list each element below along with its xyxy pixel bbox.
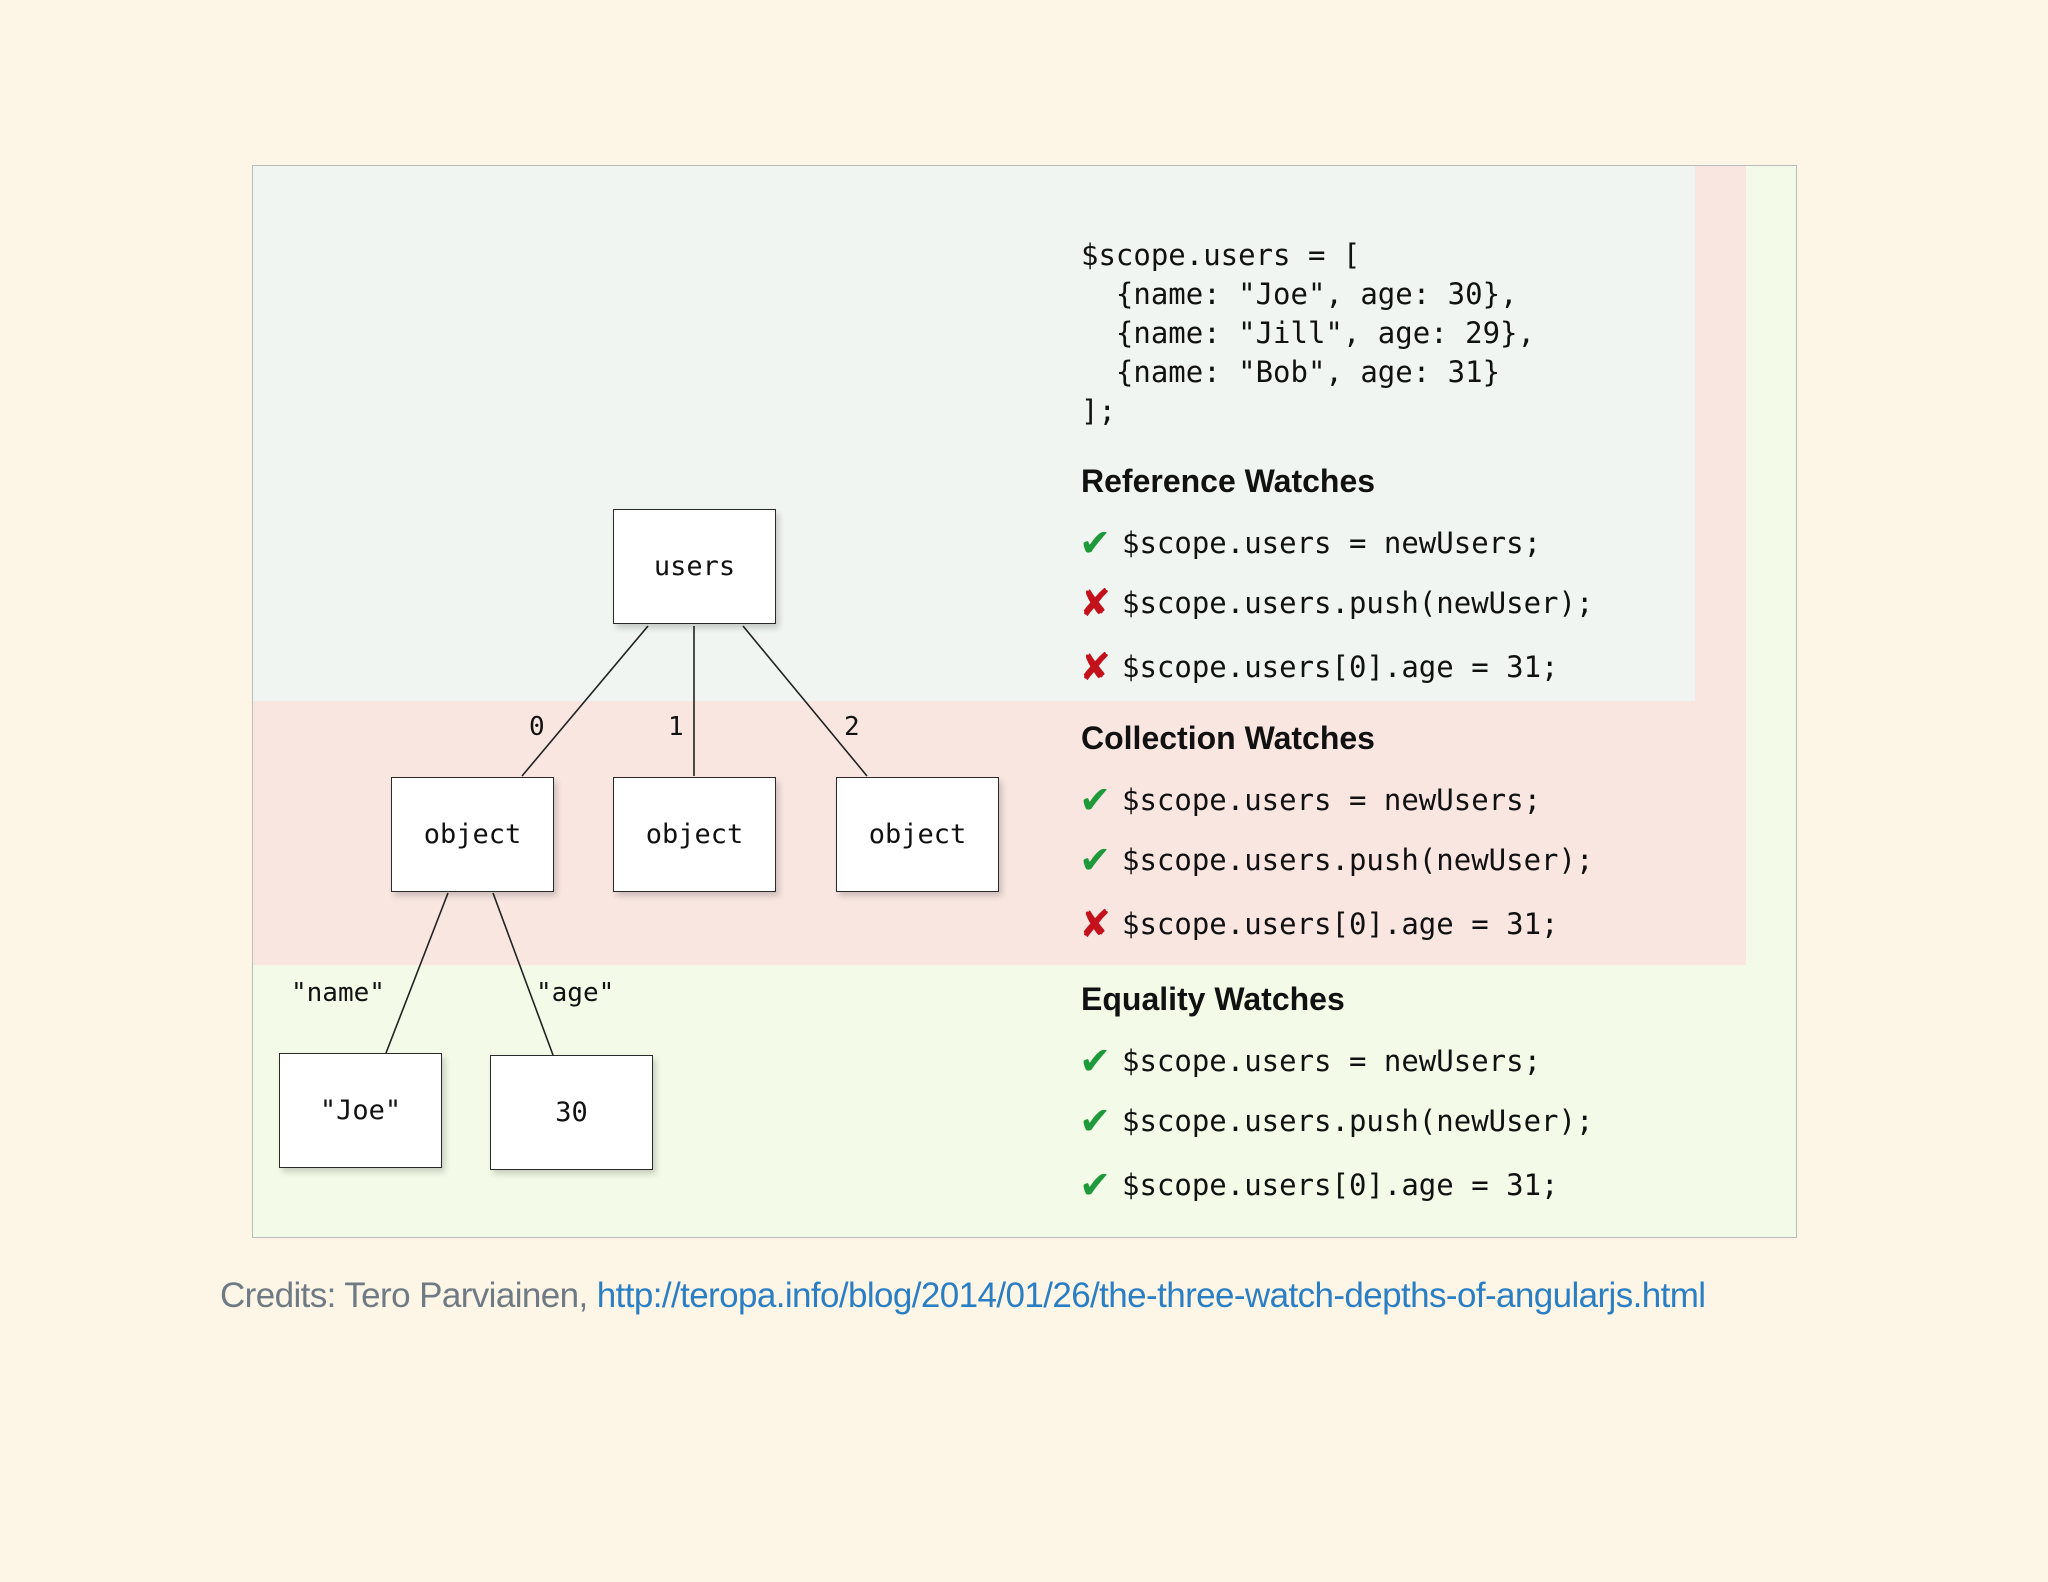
edge-label-age: "age" [536, 978, 615, 1008]
rule-code: $scope.users[0].age = 31; [1122, 1168, 1559, 1202]
section-title-reference: Reference Watches [1081, 463, 1376, 499]
collection-rule-3: ✘ $scope.users[0].age = 31; [1075, 902, 1559, 946]
check-icon: ✔ [1079, 521, 1111, 565]
code-line: ]; [1081, 394, 1116, 428]
edge-users-object-0 [521, 625, 649, 777]
node-users: users [613, 509, 776, 624]
section-title-collection: Collection Watches [1081, 720, 1375, 756]
check-icon: ✔ [1079, 778, 1111, 822]
watch-depths-diagram: users object object object "Joe" 30 0 1 … [252, 165, 1797, 1238]
edge-label-name: "name" [291, 978, 385, 1008]
rule-code: $scope.users = newUsers; [1122, 1044, 1542, 1078]
rule-code: $scope.users[0].age = 31; [1122, 650, 1559, 684]
rule-code: $scope.users.push(newUser); [1122, 1104, 1594, 1138]
reference-watches-band [253, 166, 1695, 701]
code-block: $scope.users = [ {name: "Joe", age: 30},… [1081, 236, 1535, 431]
edge-label-1: 1 [668, 712, 684, 742]
cross-icon: ✘ [1079, 645, 1111, 689]
equality-rule-3: ✔ $scope.users[0].age = 31; [1075, 1163, 1559, 1207]
reference-rule-1: ✔ $scope.users = newUsers; [1075, 523, 1541, 563]
node-joe: "Joe" [279, 1053, 442, 1168]
code-line: {name: "Joe", age: 30}, [1081, 277, 1518, 311]
edge-users-object-2 [742, 625, 868, 777]
section-title-equality: Equality Watches [1081, 981, 1345, 1017]
reference-rule-2: ✘ $scope.users.push(newUser); [1075, 583, 1593, 623]
collection-rule-1: ✔ $scope.users = newUsers; [1075, 780, 1541, 820]
equality-rule-1: ✔ $scope.users = newUsers; [1075, 1041, 1541, 1081]
check-icon: ✔ [1079, 1163, 1111, 1207]
credits-link[interactable]: http://teropa.info/blog/2014/01/26/the-t… [596, 1276, 1706, 1315]
node-object-2: object [836, 777, 999, 892]
cross-icon: ✘ [1079, 902, 1111, 946]
tree-edges [385, 625, 868, 1056]
code-line: $scope.users = [ [1081, 238, 1361, 272]
rule-code: $scope.users[0].age = 31; [1122, 907, 1559, 941]
equality-rule-2: ✔ $scope.users.push(newUser); [1075, 1101, 1593, 1141]
credits-line: Credits: Tero Parviainen, http://teropa.… [220, 1276, 1706, 1316]
rule-code: $scope.users = newUsers; [1122, 526, 1542, 560]
node-30: 30 [490, 1055, 653, 1170]
cross-icon: ✘ [1079, 581, 1111, 625]
check-icon: ✔ [1079, 838, 1111, 882]
edge-label-0: 0 [529, 712, 545, 742]
check-icon: ✔ [1079, 1039, 1111, 1083]
collection-rule-2: ✔ $scope.users.push(newUser); [1075, 840, 1593, 880]
node-object-1: object [613, 777, 776, 892]
reference-rule-3: ✘ $scope.users[0].age = 31; [1075, 645, 1559, 689]
edge-label-2: 2 [844, 712, 860, 742]
code-line: {name: "Bob", age: 31} [1081, 355, 1501, 389]
rule-code: $scope.users.push(newUser); [1122, 843, 1594, 877]
rule-code: $scope.users = newUsers; [1122, 783, 1542, 817]
code-line: {name: "Jill", age: 29}, [1081, 316, 1535, 350]
credits-prefix: Credits: Tero Parviainen, [220, 1276, 588, 1315]
rule-code: $scope.users.push(newUser); [1122, 586, 1594, 620]
node-object-0: object [391, 777, 554, 892]
edge-object-30 [492, 892, 554, 1056]
check-icon: ✔ [1079, 1099, 1111, 1143]
edge-object-joe [385, 892, 449, 1054]
